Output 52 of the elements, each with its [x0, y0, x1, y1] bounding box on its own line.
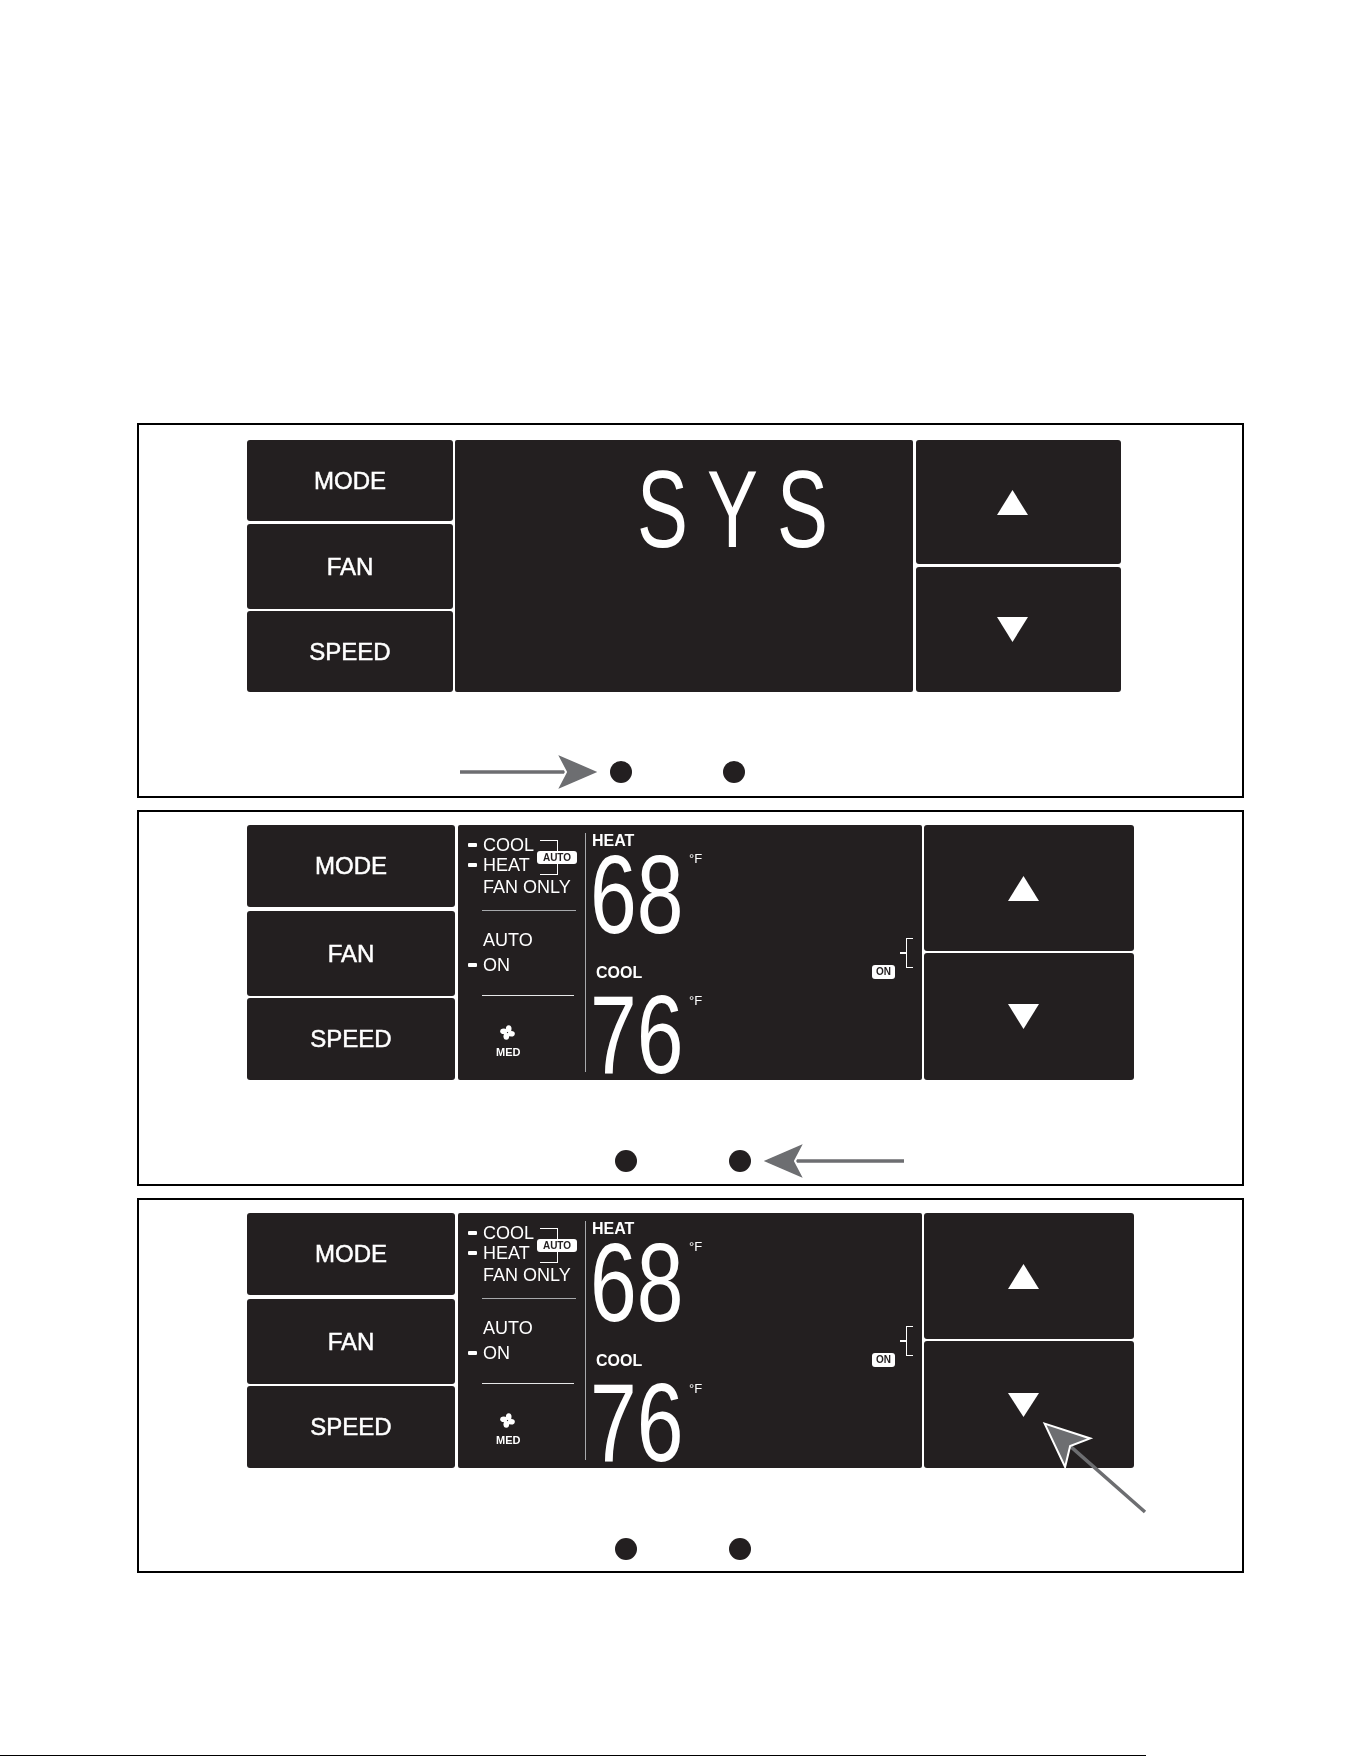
down-button	[916, 567, 1121, 692]
up-button	[924, 825, 1134, 951]
arrow	[1043, 1422, 1147, 1514]
unit-label: °F	[689, 1240, 703, 1253]
mode-label: HEAT	[483, 856, 530, 874]
panel-frame	[137, 1198, 1244, 1573]
mode-button: MODE	[247, 440, 453, 521]
setpoint-label: HEAT	[592, 1221, 635, 1237]
status-badge: AUTO	[537, 851, 577, 864]
unit-label: °F	[689, 852, 703, 865]
status-badge: ON	[872, 1353, 895, 1367]
fan-button: FAN	[247, 524, 453, 609]
lcd-display	[458, 1213, 922, 1468]
fan-speed-label: MED	[496, 1047, 521, 1058]
mode-label: COOL	[483, 1224, 534, 1242]
status-badge: ON	[872, 965, 895, 979]
mode-button: MODE	[247, 825, 455, 907]
temperature-digits: 68	[590, 850, 684, 940]
temperature-digits: 76	[590, 990, 684, 1080]
mode-label: FAN ONLY	[483, 878, 571, 896]
temperature-digits: 76	[590, 1378, 684, 1468]
mode-label: COOL	[483, 836, 534, 854]
mode-label: FAN ONLY	[483, 1266, 571, 1284]
temperature-digits: 68	[590, 1238, 684, 1328]
fan-speed-label: MED	[496, 1435, 521, 1446]
fan-button: FAN	[247, 1299, 455, 1384]
fan-button: FAN	[247, 911, 455, 996]
segment-text: SYS	[637, 466, 847, 554]
lcd-display	[455, 440, 913, 692]
down-button	[924, 953, 1134, 1080]
speed-button: SPEED	[247, 998, 455, 1080]
mode-label: HEAT	[483, 1244, 530, 1262]
fan-mode-label: ON	[483, 1344, 510, 1362]
fan-mode-label: AUTO	[483, 931, 533, 949]
panel-frame	[137, 810, 1244, 1186]
down-button	[924, 1341, 1134, 1468]
setpoint-label: HEAT	[592, 833, 635, 849]
speed-button: SPEED	[247, 611, 453, 692]
fan-mode-label: AUTO	[483, 1319, 533, 1337]
down-triangle-icon	[1008, 1393, 1039, 1417]
fan-mode-label: ON	[483, 956, 510, 974]
unit-label: °F	[689, 1382, 703, 1395]
status-badge: AUTO	[537, 1239, 577, 1252]
setpoint-label: COOL	[596, 965, 643, 981]
lcd-display	[458, 825, 922, 1080]
setpoint-label: COOL	[596, 1353, 643, 1369]
up-button	[924, 1213, 1134, 1339]
panel-frame	[137, 423, 1244, 798]
mode-button: MODE	[247, 1213, 455, 1295]
unit-label: °F	[689, 994, 703, 1007]
up-button	[916, 440, 1121, 564]
speed-button: SPEED	[247, 1386, 455, 1468]
